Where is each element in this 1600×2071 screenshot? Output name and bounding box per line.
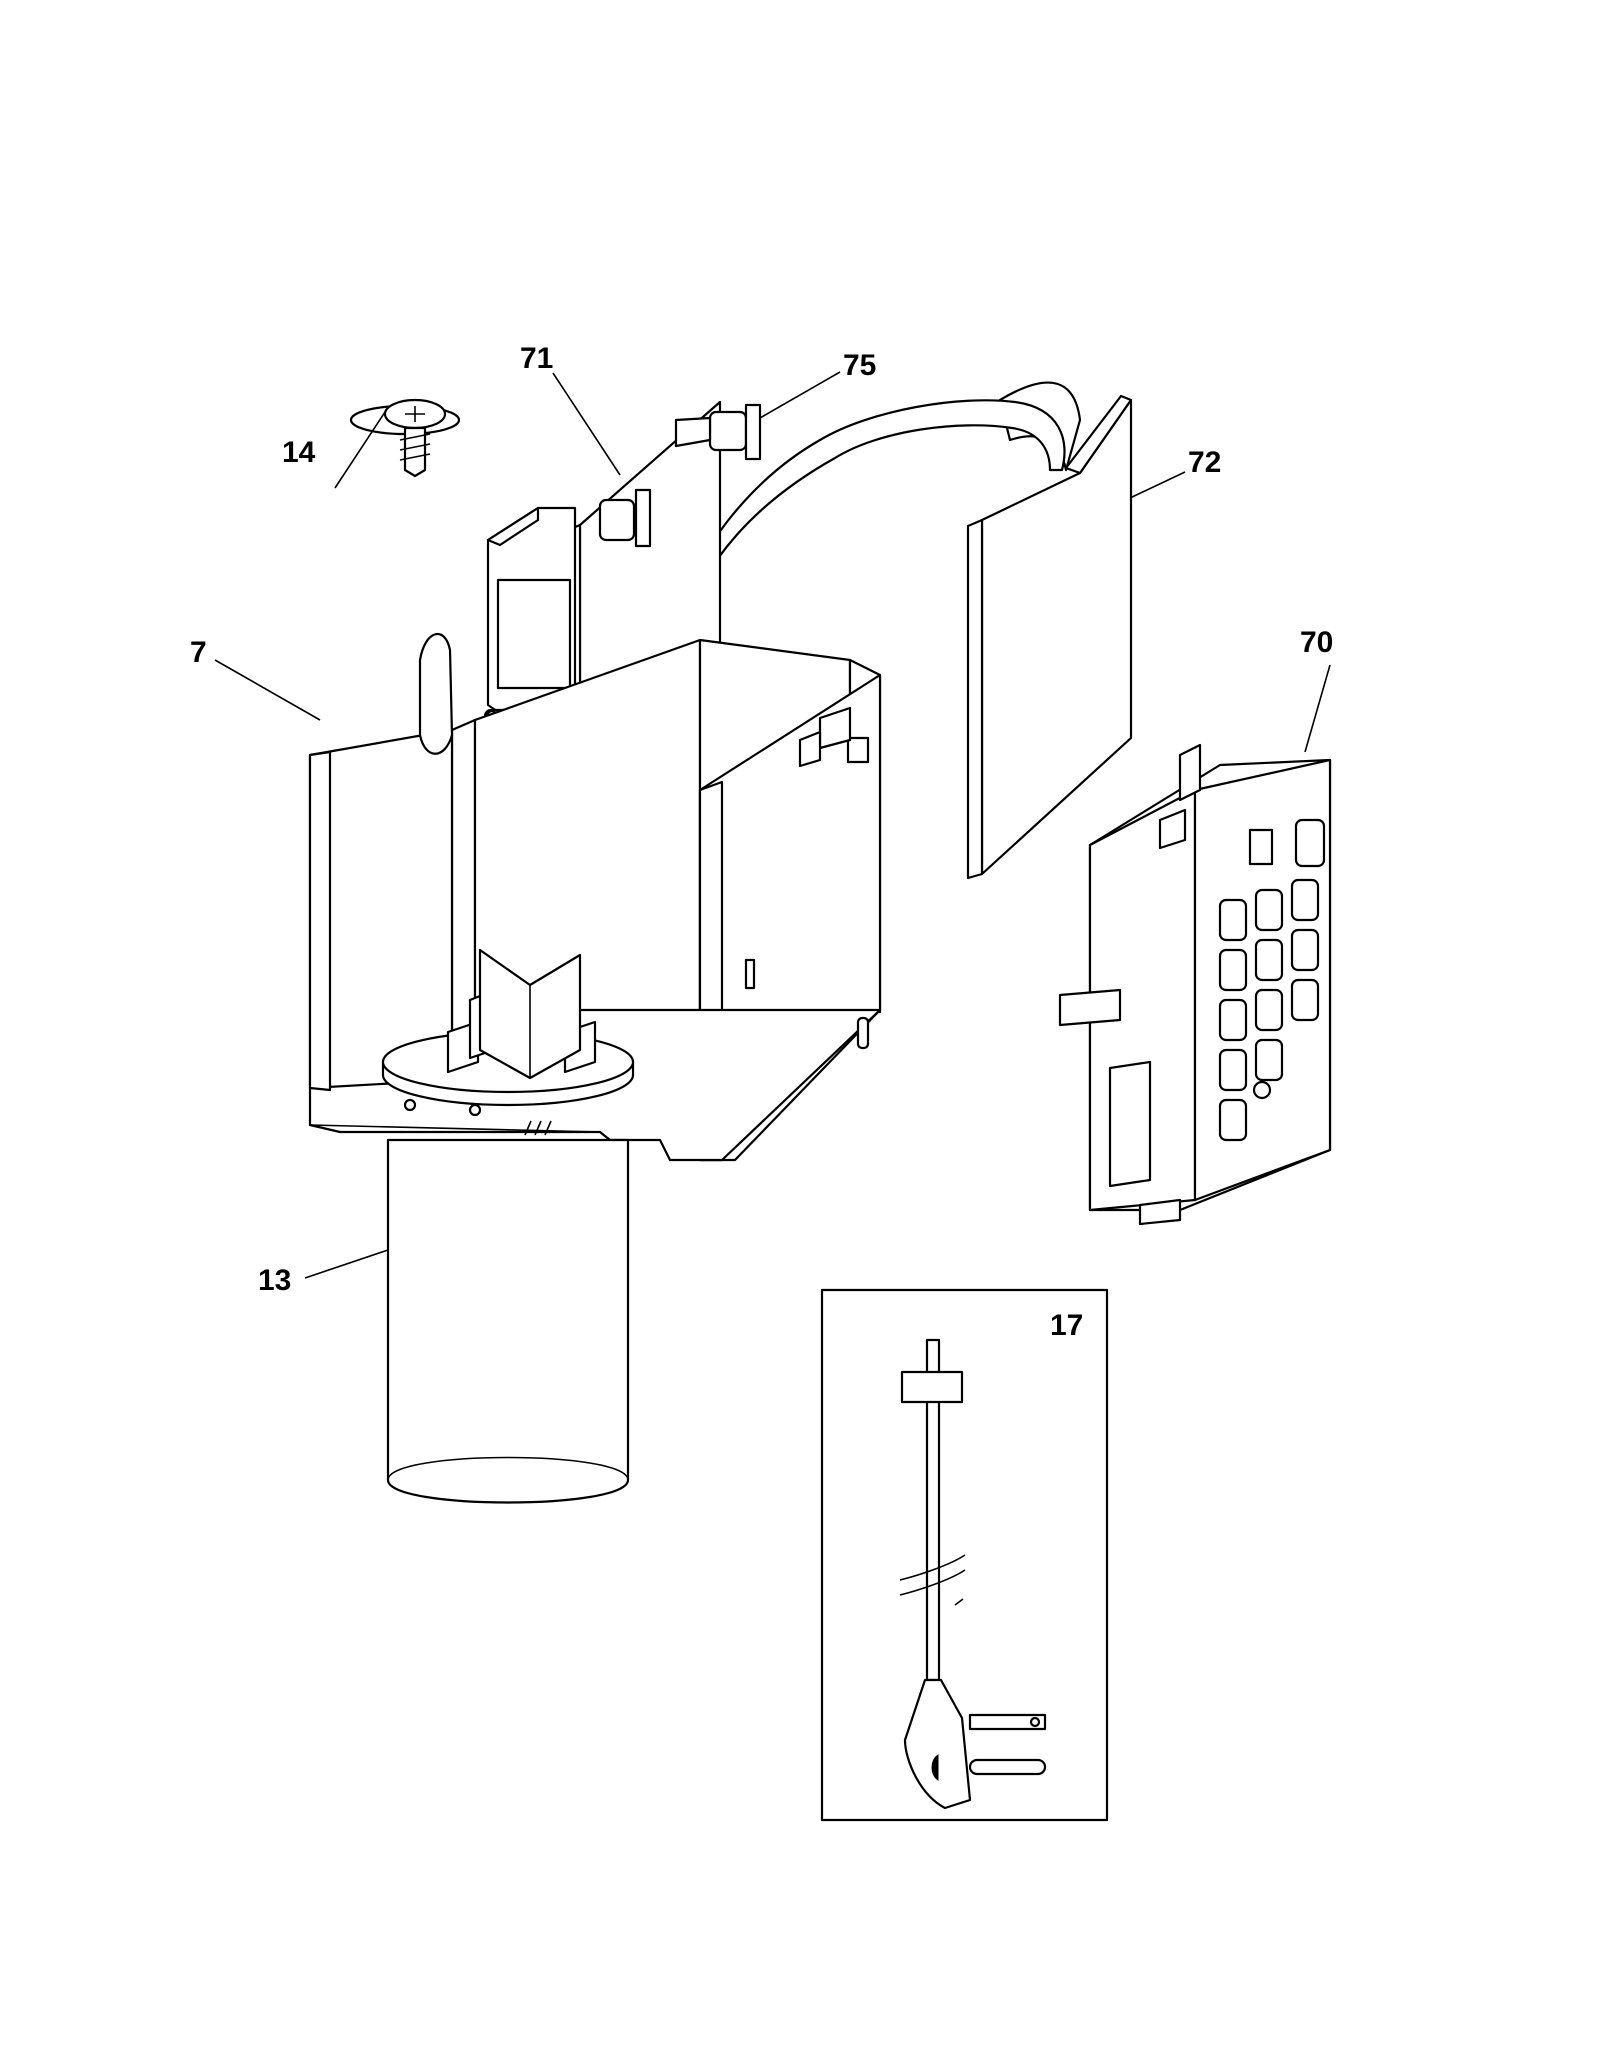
power-cord-box-17: [820, 1288, 1109, 1822]
callout-14: 14: [282, 436, 316, 469]
callout-17: 17: [1050, 1309, 1083, 1342]
leader-lines: [214, 371, 1331, 1279]
callout-7: 7: [190, 636, 207, 669]
capacitor-13: [381, 948, 635, 1504]
standoff-clip-75: [674, 403, 762, 461]
callout-70: 70: [1300, 626, 1333, 659]
relay-block-70: [1058, 743, 1332, 1226]
callout-labels: 71 75 72 14 7 70 13 17: [190, 342, 1333, 1342]
screw-slot: [418, 632, 454, 755]
display-panel-72: [966, 394, 1133, 880]
terminal-pockets: [1218, 818, 1326, 1142]
callout-71: 71: [520, 342, 553, 375]
callout-72: 72: [1188, 446, 1221, 479]
screw-14: [349, 398, 461, 478]
callout-75: 75: [843, 349, 876, 382]
callout-13: 13: [258, 1264, 291, 1297]
